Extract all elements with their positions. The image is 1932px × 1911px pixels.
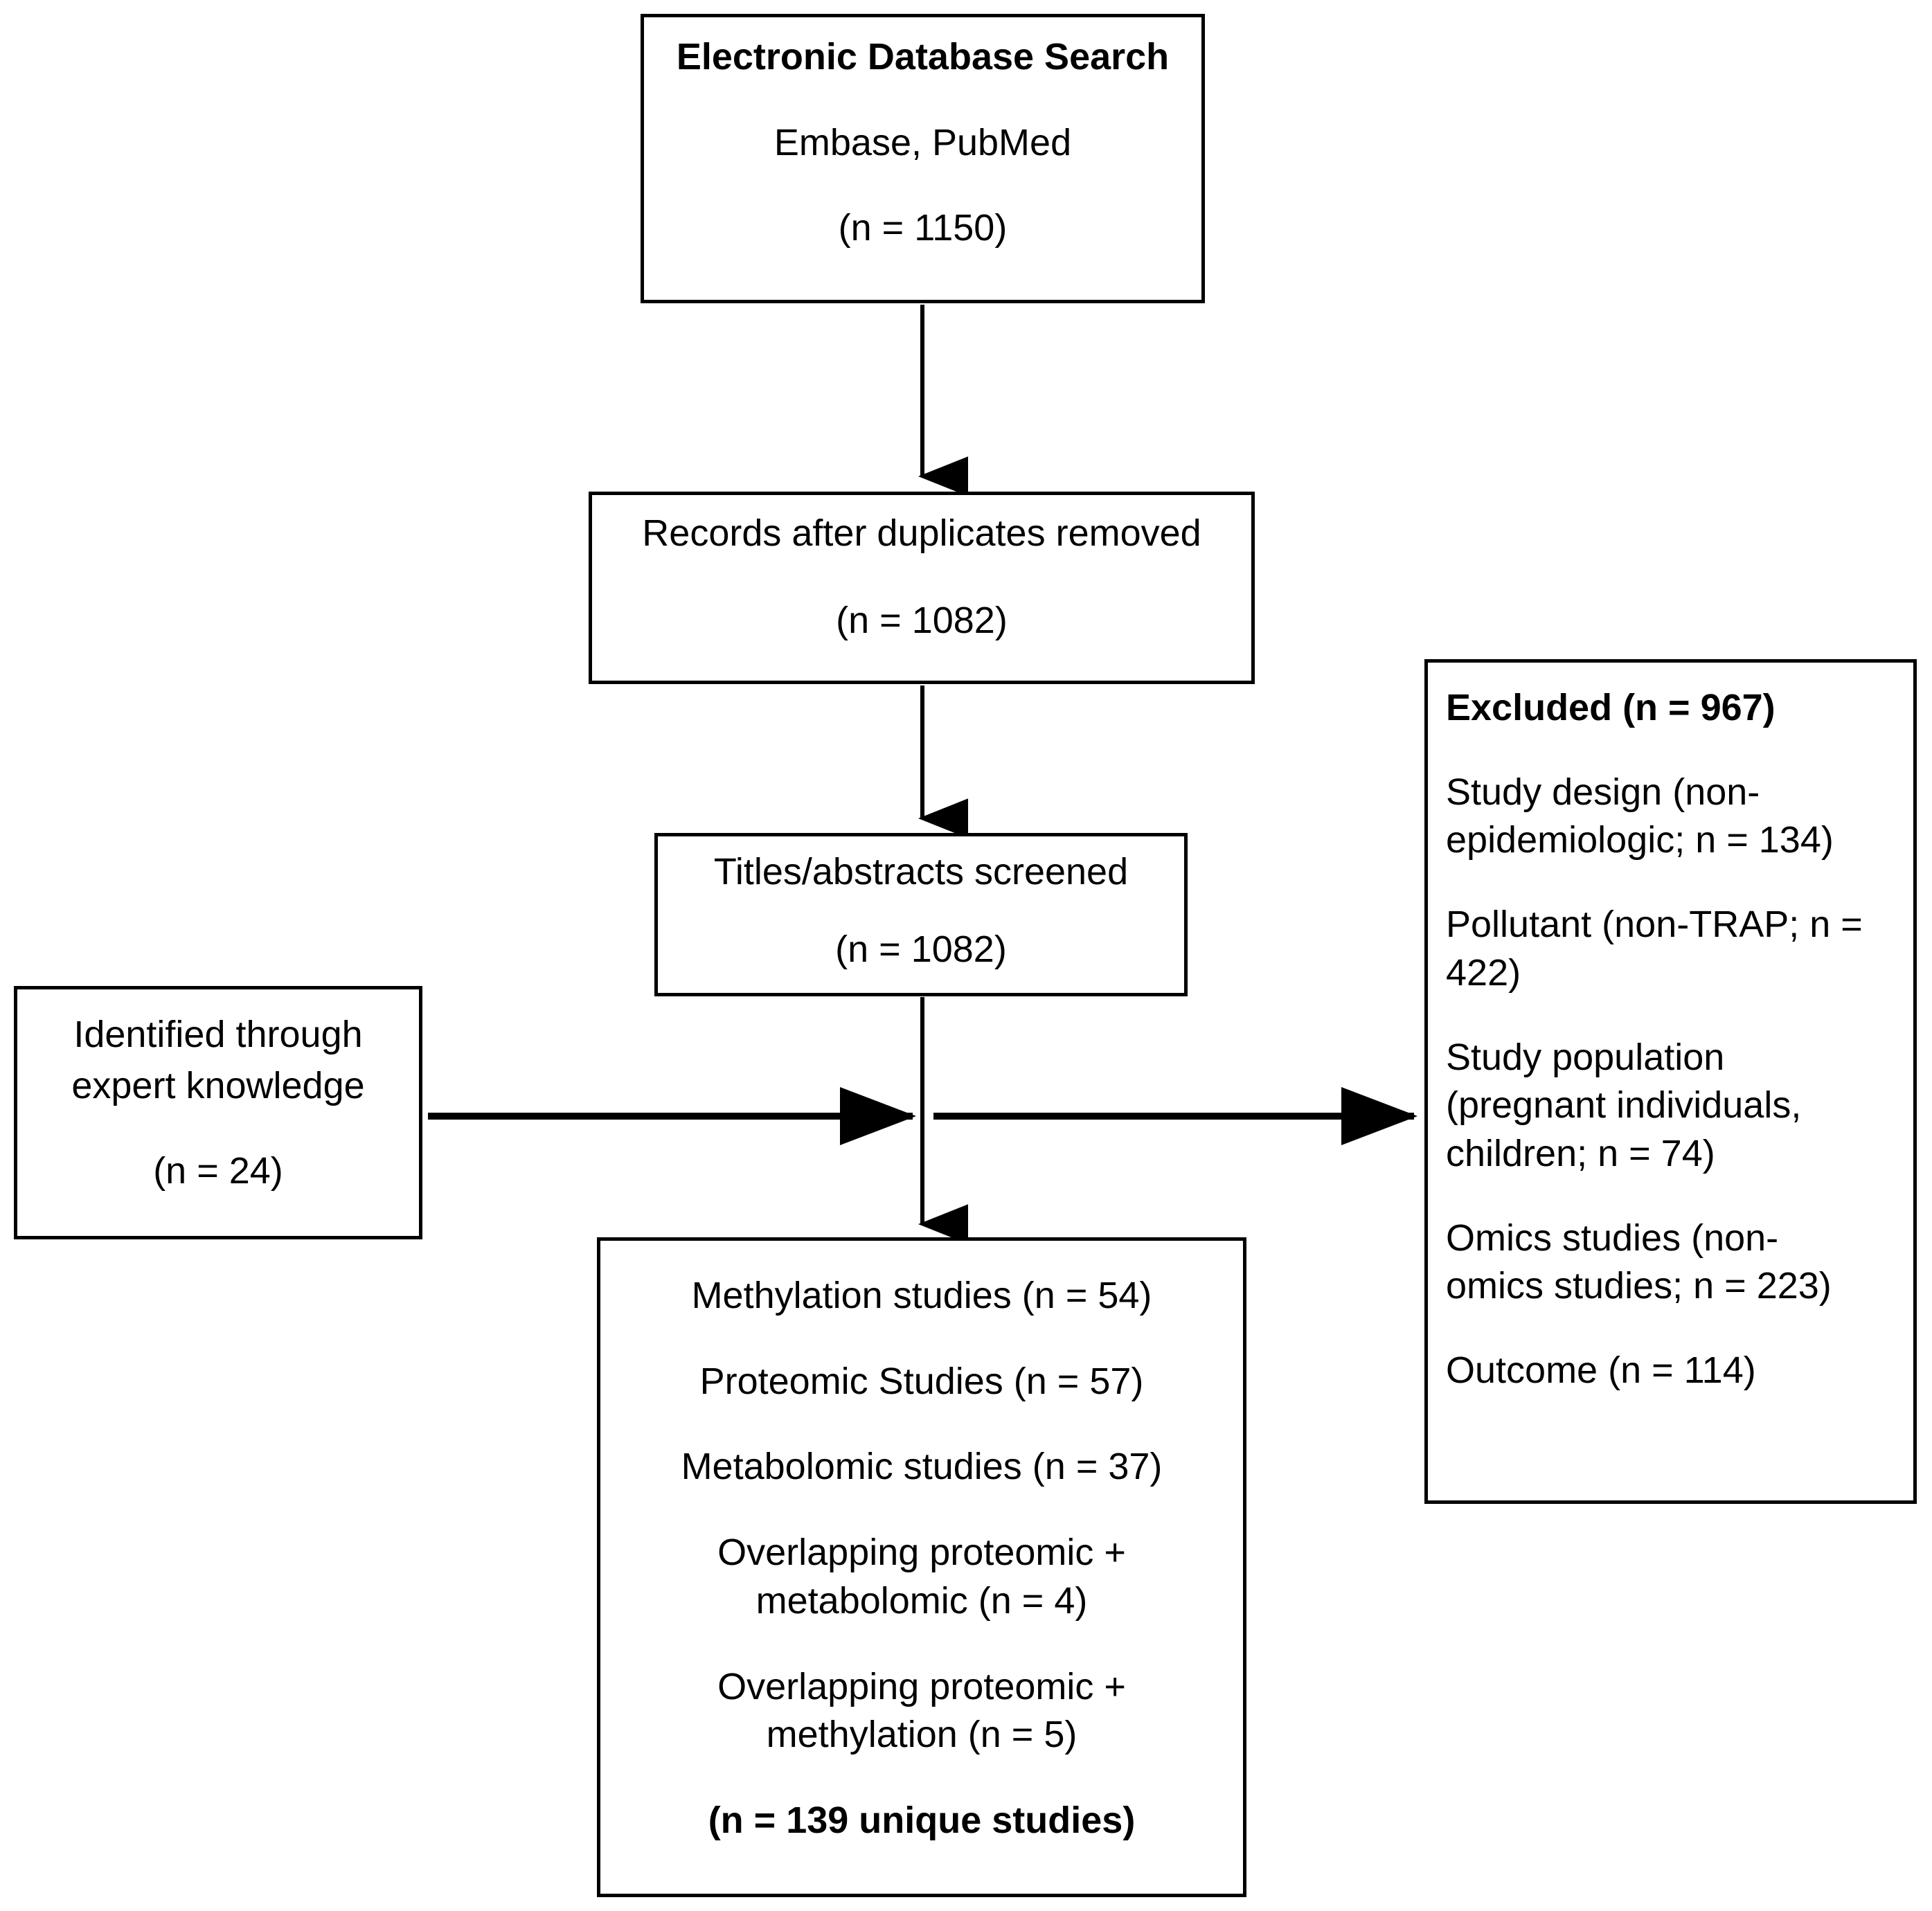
included-studies-total: (n = 139 unique studies) <box>708 1800 1136 1842</box>
excluded-reason-0-line-2: epidemiologic; n = 134) <box>1446 819 1834 861</box>
excluded-reason-2-line-2: (pregnant individuals, <box>1446 1084 1802 1127</box>
excluded-reason-1-line-2: 422) <box>1446 951 1521 994</box>
excluded-reason-3-line-1: Omics studies (non- <box>1446 1217 1779 1259</box>
excluded-heading: Excluded (n = 967) <box>1446 687 1776 728</box>
included-item-3-line-2: metabolomic (n = 4) <box>755 1579 1088 1622</box>
database-search-heading: Electronic Database Search <box>676 36 1170 78</box>
included-studies-total-block: (n = 139 unique studies) <box>618 1799 1225 1847</box>
excluded-reason-study-design: Study design (non- epidemiologic; n = 13… <box>1446 771 1895 867</box>
included-item-3-line-1: Overlapping proteomic + <box>717 1532 1126 1574</box>
node-identified-through-expert-knowledge: Identified through expert knowledge (n =… <box>14 986 422 1239</box>
included-item-methylation: Methylation studies (n = 54) <box>618 1274 1225 1322</box>
included-item-overlap-proteomic-metabolomic: Overlapping proteomic + metabolomic (n =… <box>618 1531 1225 1627</box>
included-item-overlap-proteomic-methylation: Overlapping proteomic + methylation (n =… <box>618 1665 1225 1761</box>
excluded-reason-omics-studies: Omics studies (non- omics studies; n = 2… <box>1446 1217 1895 1313</box>
included-item-4-line-1: Overlapping proteomic + <box>717 1665 1126 1707</box>
included-item-1-line-1: Proteomic Studies (n = 57) <box>699 1360 1144 1402</box>
excluded-reason-4-line-1: Outcome (n = 114) <box>1446 1349 1756 1392</box>
duplicates-removed-count: (n = 1082) <box>836 599 1008 641</box>
node-electronic-database-search: Electronic Database Search Embase, PubMe… <box>641 14 1205 303</box>
excluded-reason-2-line-3: children; n = 74) <box>1446 1133 1715 1175</box>
titles-screened-label: Titles/abstracts screened <box>713 851 1129 892</box>
excluded-reason-1-line-1: Pollutant (non-TRAP; n = <box>1446 904 1863 946</box>
included-item-0-line-1: Methylation studies (n = 54) <box>691 1275 1152 1316</box>
included-item-metabolomic: Metabolomic studies (n = 37) <box>618 1445 1225 1493</box>
node-excluded-records: Excluded (n = 967) Study design (non- ep… <box>1424 659 1917 1504</box>
included-item-2-line-1: Metabolomic studies (n = 37) <box>681 1446 1163 1488</box>
duplicates-removed-label: Records after duplicates removed <box>642 512 1201 554</box>
included-item-proteomic: Proteomic Studies (n = 57) <box>618 1360 1225 1408</box>
titles-screened-count: (n = 1082) <box>835 928 1007 970</box>
excluded-reason-pollutant: Pollutant (non-TRAP; n = 422) <box>1446 903 1895 999</box>
included-item-4-line-2: methylation (n = 5) <box>766 1714 1077 1756</box>
database-search-sources: Embase, PubMed <box>773 121 1072 163</box>
node-records-after-duplicates-removed: Records after duplicates removed (n = 10… <box>589 492 1255 684</box>
excluded-heading-block: Excluded (n = 967) <box>1446 686 1895 735</box>
excluded-reason-2-line-1: Study population <box>1446 1036 1725 1078</box>
node-included-studies: Methylation studies (n = 54) Proteomic S… <box>597 1237 1246 1897</box>
excluded-reason-study-population: Study population (pregnant individuals, … <box>1446 1036 1895 1181</box>
database-search-count: (n = 1150) <box>838 207 1008 249</box>
excluded-reason-outcome: Outcome (n = 114) <box>1446 1349 1895 1397</box>
excluded-reason-0-line-1: Study design (non- <box>1446 771 1760 813</box>
expert-knowledge-count: (n = 24) <box>153 1150 283 1192</box>
expert-knowledge-line-2: expert knowledge <box>71 1064 365 1106</box>
node-titles-abstracts-screened: Titles/abstracts screened (n = 1082) <box>654 833 1188 996</box>
expert-knowledge-line-1: Identified through <box>73 1014 363 1055</box>
excluded-reason-3-line-2: omics studies; n = 223) <box>1446 1265 1832 1307</box>
